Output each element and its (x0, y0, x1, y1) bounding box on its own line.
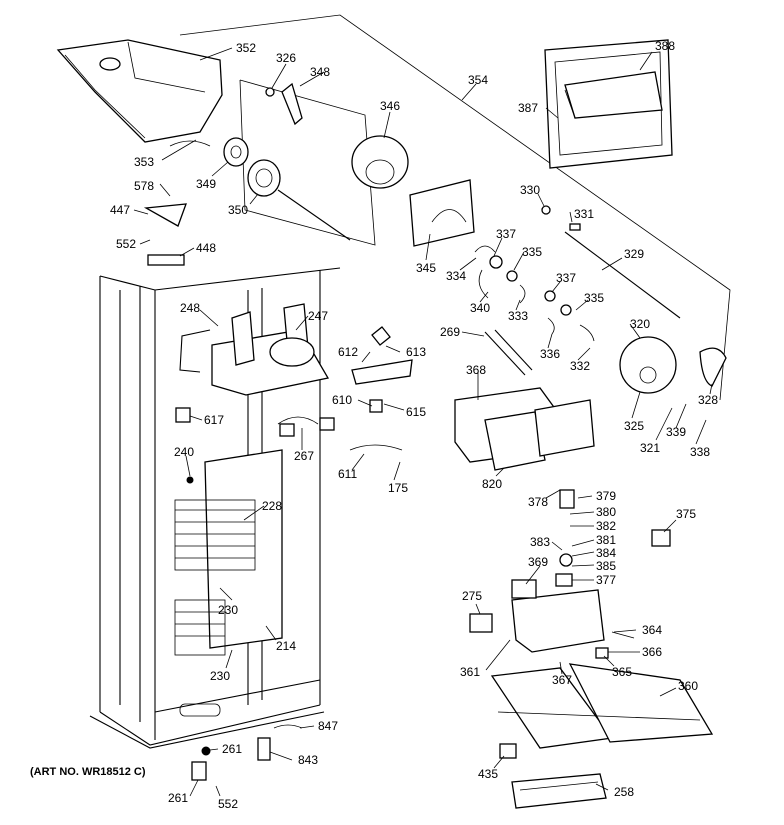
callout-578: 578 (134, 179, 154, 193)
callout-338: 338 (690, 445, 710, 459)
callout-348: 348 (310, 65, 330, 79)
callout-552: 552 (116, 237, 136, 251)
callout-378: 378 (528, 495, 548, 509)
callout-335b: 335 (584, 291, 604, 305)
callout-384: 384 (596, 546, 616, 560)
callout-610: 610 (332, 393, 352, 407)
callout-847: 847 (318, 719, 338, 733)
callout-843: 843 (298, 753, 318, 767)
callout-352: 352 (236, 41, 256, 55)
callout-612: 612 (338, 345, 358, 359)
callout-380: 380 (596, 505, 616, 519)
callout-387: 387 (518, 101, 538, 115)
callout-333: 333 (508, 309, 528, 323)
callout-365: 365 (612, 665, 632, 679)
callout-361: 361 (460, 665, 480, 679)
callout-340: 340 (470, 301, 490, 315)
callout-247: 247 (308, 309, 328, 323)
callout-230a: 230 (218, 603, 238, 617)
callout-377: 377 (596, 573, 616, 587)
callout-320: 320 (630, 317, 650, 331)
callout-329: 329 (624, 247, 644, 261)
callout-261b: 261 (168, 791, 188, 805)
callout-258: 258 (614, 785, 634, 799)
part-linkage (474, 205, 681, 342)
callout-615: 615 (406, 405, 426, 419)
art-number: (ART NO. WR18512 C) (30, 766, 146, 778)
guide-line-354 (179, 14, 731, 401)
callout-337b: 337 (556, 271, 576, 285)
part-crusher-housing (619, 336, 727, 394)
part-evaporator (174, 449, 283, 656)
callout-339: 339 (666, 425, 686, 439)
callout-360: 360 (678, 679, 698, 693)
callout-435: 435 (478, 767, 498, 781)
callout-334: 334 (446, 269, 466, 283)
callout-375: 375 (676, 507, 696, 521)
callout-321: 321 (640, 441, 660, 455)
callout-269: 269 (440, 325, 460, 339)
callout-381: 381 (596, 533, 616, 547)
callout-447: 447 (110, 203, 130, 217)
part-dispenser-door (544, 39, 673, 169)
callout-820: 820 (482, 477, 502, 491)
callout-328: 328 (698, 393, 718, 407)
callout-214: 214 (276, 639, 296, 653)
callout-366: 366 (642, 645, 662, 659)
callout-248: 248 (180, 301, 200, 315)
callout-388: 388 (655, 39, 675, 53)
callout-382: 382 (596, 519, 616, 533)
callout-261a: 261 (222, 742, 242, 756)
callout-275: 275 (462, 589, 482, 603)
leader-lines (133, 47, 713, 797)
callout-337: 337 (496, 227, 516, 241)
callout-345: 345 (416, 261, 436, 275)
callout-379: 379 (596, 489, 616, 503)
part-fan-blade (351, 326, 413, 413)
callout-383: 383 (530, 535, 550, 549)
part-ice-bucket (56, 39, 223, 147)
part-motor-plate (409, 179, 475, 247)
callout-240: 240 (174, 445, 194, 459)
callout-367: 367 (552, 673, 572, 687)
callout-349: 349 (196, 177, 216, 191)
callout-267: 267 (294, 449, 314, 463)
callout-385: 385 (596, 559, 616, 573)
part-fan-shroud (179, 303, 330, 396)
part-grille (511, 773, 607, 809)
callout-611: 611 (338, 467, 357, 481)
small-hardware (143, 203, 671, 781)
callout-331: 331 (574, 207, 594, 221)
callout-230b: 230 (210, 669, 230, 683)
callout-552b: 552 (218, 797, 238, 811)
callout-332: 332 (570, 359, 590, 373)
callout-617: 617 (204, 413, 224, 427)
callout-448: 448 (196, 241, 216, 255)
part-auger-assembly (223, 82, 409, 241)
callout-335: 335 (522, 245, 542, 259)
callout-613: 613 (406, 345, 426, 359)
callout-228: 228 (262, 499, 282, 513)
callout-353: 353 (134, 155, 154, 169)
callout-350: 350 (228, 203, 248, 217)
callout-330: 330 (520, 183, 540, 197)
callout-364: 364 (642, 623, 662, 637)
callout-326: 326 (276, 51, 296, 65)
callout-346: 346 (380, 99, 400, 113)
callout-369: 369 (528, 555, 548, 569)
callout-354: 354 (468, 73, 488, 87)
callout-336: 336 (540, 347, 560, 361)
callout-325: 325 (624, 419, 644, 433)
part-bracket (490, 589, 714, 749)
callout-368: 368 (466, 363, 486, 377)
callout-labels: 352 326 348 346 388 354 387 353 349 350 … (110, 39, 718, 811)
callout-175: 175 (388, 481, 408, 495)
part-icemaker (454, 329, 595, 471)
